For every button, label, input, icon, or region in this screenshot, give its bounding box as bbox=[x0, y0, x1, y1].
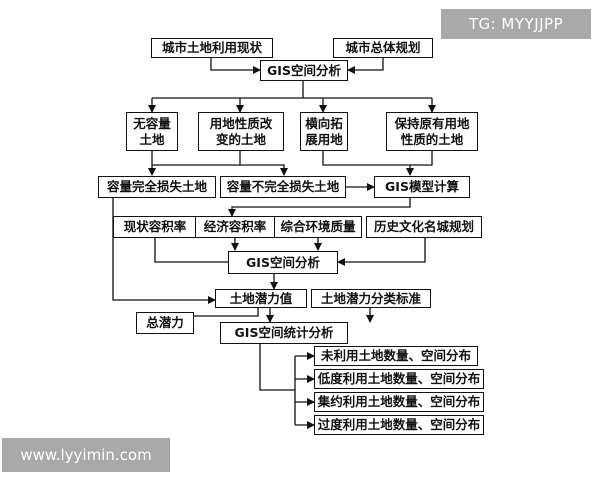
line-land-use-change-right bbox=[240, 164, 288, 176]
line-stat-down bbox=[259, 344, 295, 391]
watermark-top: TG: MYYJJPP bbox=[441, 9, 591, 39]
node-gis-spatial-analysis-2: GIS空间分析 bbox=[228, 251, 338, 274]
node-environment-quality: 综合环境质量 bbox=[274, 216, 362, 238]
node-keep-original-land: 保持原有用地 性质的土地 bbox=[386, 112, 478, 151]
node-economic-plot-ratio: 经济容积率 bbox=[195, 216, 275, 238]
node-low-intensity-land: 低度利用土地数量、空间分布 bbox=[314, 369, 484, 389]
node-land-potential-standard: 土地潜力分类标准 bbox=[311, 289, 431, 308]
arrow-horizontal-to-model bbox=[322, 151, 414, 176]
node-unused-land: 未利用土地数量、空间分布 bbox=[314, 346, 478, 366]
line-land-use-change-down bbox=[152, 151, 241, 166]
node-capacity-total-loss: 容量完全损失土地 bbox=[98, 176, 216, 198]
node-land-use-change: 用地性质改 变的土地 bbox=[198, 112, 284, 151]
node-horizontal-expansion: 横向拓 展用地 bbox=[300, 112, 348, 151]
line-factor-1-down bbox=[154, 238, 228, 263]
node-gis-model-calc: GIS模型计算 bbox=[374, 176, 470, 198]
node-current-plot-ratio: 现状容积率 bbox=[113, 216, 197, 238]
arrow-status-to-gis1 bbox=[210, 58, 261, 74]
node-capacity-partial-loss: 容量不完全损失土地 bbox=[220, 176, 346, 198]
line-total-loss-down bbox=[112, 198, 216, 304]
node-urban-land-use-status: 城市土地利用现状 bbox=[151, 38, 273, 58]
node-land-potential-value: 土地潜力值 bbox=[215, 289, 307, 308]
node-urban-master-plan: 城市总体规划 bbox=[333, 38, 433, 58]
node-total-potential: 总潜力 bbox=[136, 312, 194, 334]
watermark-bottom: www.lyyimin.com bbox=[2, 438, 170, 472]
node-gis-spatial-analysis-1: GIS空间分析 bbox=[260, 60, 348, 81]
node-gis-spatial-stat: GIS空间统计分析 bbox=[220, 322, 348, 344]
arrow-plan-to-gis1 bbox=[347, 58, 384, 74]
arrow-potential-to-total bbox=[171, 308, 259, 320]
line-model-down bbox=[228, 198, 411, 217]
node-no-capacity-land: 无容量 土地 bbox=[126, 112, 178, 151]
node-over-used-land: 过度利用土地数量、空间分布 bbox=[314, 415, 484, 435]
node-historic-city-plan: 历史文化名城规划 bbox=[366, 216, 482, 238]
line-factor-4-down bbox=[337, 238, 426, 266]
line-keep-original-to-model bbox=[410, 151, 433, 166]
node-intensive-land: 集约利用土地数量、空间分布 bbox=[314, 392, 484, 412]
